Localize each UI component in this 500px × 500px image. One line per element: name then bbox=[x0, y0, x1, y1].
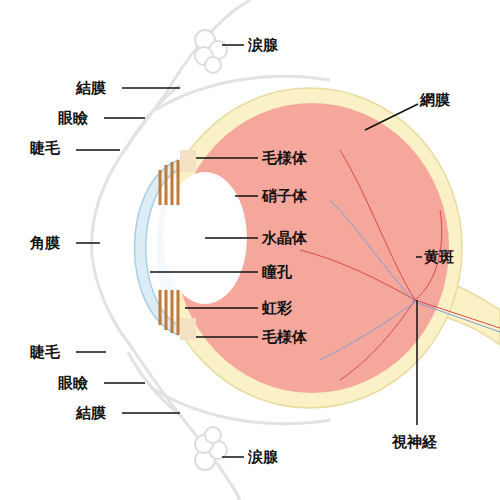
part-label: 結膜 bbox=[76, 404, 106, 422]
leader-line bbox=[76, 45, 422, 457]
part-label: 眼瞼 bbox=[58, 109, 88, 127]
retinal-vessels bbox=[300, 150, 500, 380]
ciliary-body bbox=[180, 150, 196, 172]
part-label: 涙腺 bbox=[248, 36, 278, 54]
part-label: 結膜 bbox=[76, 79, 106, 97]
part-label: 角膜 bbox=[30, 234, 60, 252]
ciliary-body bbox=[180, 318, 196, 340]
part-label: 水晶体 bbox=[262, 229, 307, 247]
part-label: 涙腺 bbox=[248, 448, 278, 466]
part-label: 黄斑 bbox=[424, 248, 454, 266]
retinal-vessels bbox=[320, 200, 500, 360]
part-label: 硝子体 bbox=[262, 187, 307, 205]
part-label: 睫毛 bbox=[30, 139, 60, 157]
part-label: 虹彩 bbox=[262, 299, 292, 317]
iris bbox=[160, 160, 178, 335]
part-label: 眼瞼 bbox=[58, 374, 88, 392]
part-label: 毛様体 bbox=[262, 149, 307, 167]
part-label: 毛様体 bbox=[262, 328, 307, 346]
part-label: 瞳孔 bbox=[262, 263, 292, 281]
part-label: 視神経 bbox=[392, 433, 437, 451]
part-label: 網膜 bbox=[420, 91, 450, 109]
part-label: 睫毛 bbox=[30, 343, 60, 361]
